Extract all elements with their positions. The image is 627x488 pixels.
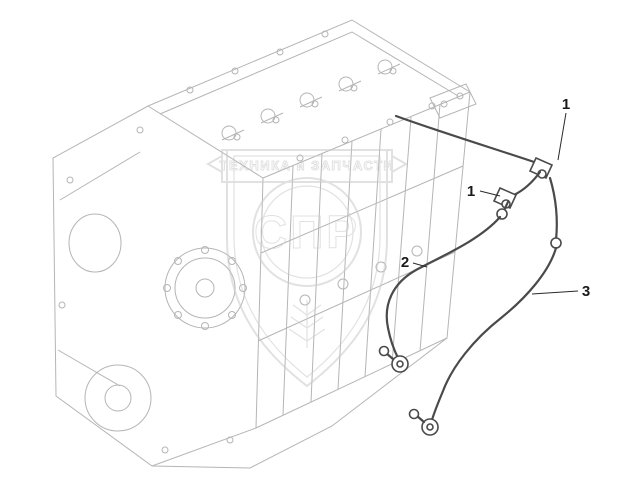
watermark-shield-outline xyxy=(226,149,388,388)
elbow-fitting-right xyxy=(528,156,554,180)
callouts: 1 1 2 3 xyxy=(401,96,590,300)
engine-silhouette xyxy=(52,19,471,469)
elbow-fitting-left xyxy=(492,186,518,210)
deck-bolt-holes xyxy=(186,30,436,162)
watermark: ТЕХНИКА и ЗАПЧАСТИ СПР xyxy=(205,149,409,388)
watermark-monogram: СПР xyxy=(254,206,360,258)
leader-line-2 xyxy=(412,262,428,268)
pipe-mounting-bracket xyxy=(429,83,477,119)
watermark-ribbon xyxy=(205,149,409,183)
engine-deck-edges xyxy=(147,31,471,467)
front-face-details xyxy=(57,126,247,454)
fuel-pipe-3 xyxy=(408,176,562,436)
watermark-shield-inner xyxy=(233,155,381,378)
fuel-pipe-2 xyxy=(378,200,510,373)
callout-label-1-mid: 1 xyxy=(467,183,475,200)
watermark-ribbon-text: ТЕХНИКА и ЗАПЧАСТИ xyxy=(220,158,395,173)
leader-line-3 xyxy=(531,290,579,295)
watermark-wheat-icon xyxy=(288,300,326,348)
watermark-ring-inner xyxy=(260,185,354,279)
fuel-pipes-drawing xyxy=(378,114,562,436)
callout-label-1-top: 1 xyxy=(562,96,570,113)
leader-line-1-mid xyxy=(479,190,501,197)
callout-label-3: 3 xyxy=(582,283,590,300)
callout-label-2: 2 xyxy=(401,254,409,271)
leader-line-1-top xyxy=(557,112,567,161)
fuel-rail-pipe xyxy=(394,114,542,166)
deck-injectors xyxy=(221,59,401,141)
watermark-ring-outer xyxy=(252,177,362,287)
elbow-connector-pipe xyxy=(512,170,542,197)
